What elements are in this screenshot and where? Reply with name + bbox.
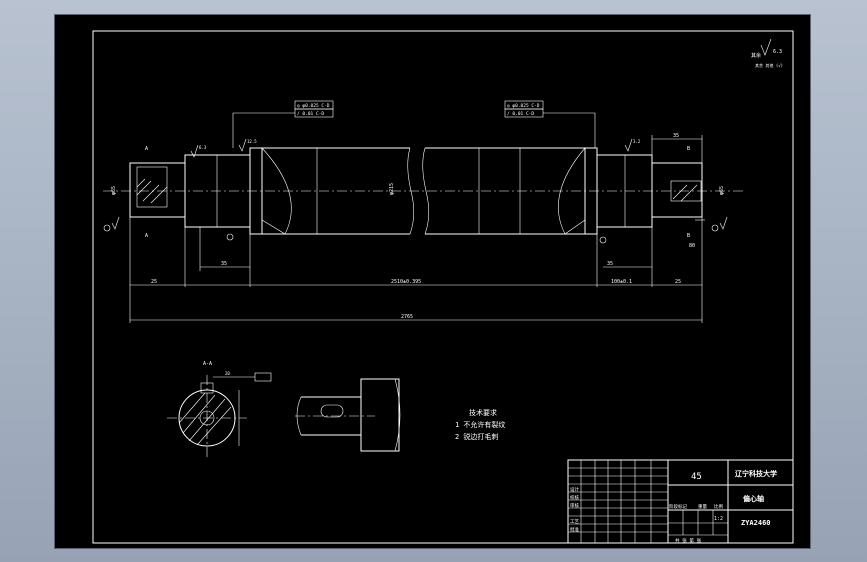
svg-text:A: A (145, 233, 148, 239)
svg-text:工艺: 工艺 (570, 519, 579, 525)
svg-text:80: 80 (689, 243, 695, 249)
svg-text:25: 25 (675, 279, 681, 285)
dia-left-label: φ65 (111, 186, 117, 195)
svg-text:6.3: 6.3 (773, 49, 782, 55)
svg-text:/ 0.01 C-D: / 0.01 C-D (297, 111, 324, 117)
svg-text:2 锐边打毛刺: 2 锐边打毛刺 (455, 432, 498, 441)
part-name-label: 偏心轴 (743, 494, 764, 503)
svg-text:1 不允许有裂纹: 1 不允许有裂纹 (455, 420, 505, 429)
main-shaft-view: 35 80 (103, 133, 745, 249)
svg-text:批准: 批准 (570, 526, 579, 533)
svg-text:A: A (145, 146, 148, 152)
svg-text:35: 35 (607, 261, 613, 267)
svg-text:12.5: 12.5 (247, 139, 257, 144)
svg-text:25: 25 (151, 279, 157, 285)
svg-text:◎ φ0.025 C-D: ◎ φ0.025 C-D (297, 103, 330, 109)
svg-text:技术要求: 技术要求 (469, 408, 497, 417)
tolerance-frames: ◎ φ0.025 C-D / 0.01 C-D ◎ φ0.025 C-D / 0… (232, 100, 596, 148)
svg-text:阶段标记: 阶段标记 (669, 503, 687, 510)
svg-text:其余 其他 (√): 其余 其他 (√) (755, 62, 783, 68)
tech-requirements: 技术要求 1 不允许有裂纹 2 锐边打毛刺 (455, 408, 505, 441)
svg-text:1:2: 1:2 (714, 516, 723, 522)
svg-text:100±0.1: 100±0.1 (611, 279, 632, 285)
svg-text:共 张 第 张: 共 张 第 张 (675, 537, 702, 544)
svg-text:3.2: 3.2 (633, 139, 641, 144)
svg-text:A-A: A-A (203, 361, 212, 367)
svg-text:6.3: 6.3 (199, 145, 207, 150)
dia-center-label: φ215 (389, 183, 395, 195)
dia-right-label: φ65 (719, 186, 725, 195)
title-block: 设计 校核 审核 工艺 批准 阶段标记 重量 比例 1:2 共 张 第 张 45… (567, 459, 794, 544)
svg-text:其余: 其余 (751, 52, 761, 59)
svg-text:B: B (687, 233, 690, 239)
corner-roughness-note: 其余 6.3 其余 其他 (√) (751, 38, 783, 68)
svg-text:2510±0.395: 2510±0.395 (391, 279, 421, 285)
dimensions: 35 35 25 2510±0.395 100±0.1 25 2765 (129, 217, 703, 323)
datum-markers: A A B B (103, 146, 719, 244)
svg-text:20: 20 (225, 371, 230, 376)
drawing-canvas: 其余 6.3 其余 其他 (√) (92, 30, 794, 544)
material-label: 45 (691, 472, 702, 482)
svg-text:/ 0.01 C-D: / 0.01 C-D (507, 111, 534, 117)
keyway-detail-view (295, 378, 401, 452)
svg-text:B: B (687, 146, 690, 152)
svg-text:2765: 2765 (401, 314, 413, 320)
svg-text:重量: 重量 (698, 503, 707, 510)
svg-text:比例: 比例 (714, 503, 723, 510)
section-aa-view: A-A 20 (167, 361, 272, 460)
roughness-marks: 6.3 12.5 3.2 (111, 138, 728, 230)
drawing-sheet: 其余 6.3 其余 其他 (√) (55, 15, 810, 548)
svg-text:审核: 审核 (570, 502, 579, 509)
svg-text:校核: 校核 (570, 494, 579, 501)
svg-text:◎ φ0.025 C-D: ◎ φ0.025 C-D (507, 103, 540, 109)
inner-frame (92, 30, 794, 544)
school-label: 辽宁科技大学 (735, 469, 777, 478)
svg-text:35: 35 (221, 261, 227, 267)
drawing-number-label: ZYA2460 (741, 519, 771, 527)
svg-text:设计: 设计 (570, 486, 579, 493)
svg-text:35: 35 (673, 133, 679, 139)
